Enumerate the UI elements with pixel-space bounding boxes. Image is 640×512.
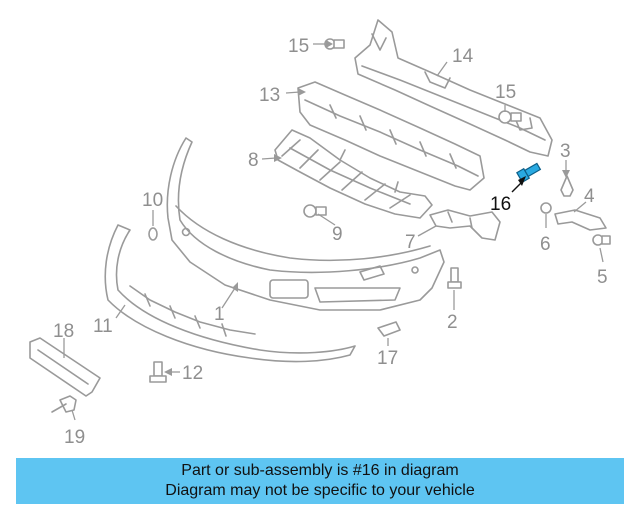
callout-6: 6 (540, 234, 551, 255)
callout-15-top: 15 (288, 36, 309, 57)
part-9-bolt (303, 204, 327, 218)
callout-12: 12 (182, 363, 203, 384)
callout-17: 17 (377, 348, 398, 369)
part-7-bracket (429, 209, 501, 241)
callout-10: 10 (142, 190, 163, 211)
callout-3: 3 (560, 141, 571, 162)
part-12-bolt (149, 361, 167, 383)
info-banner: Part or sub-assembly is #16 in diagram D… (16, 458, 624, 504)
callout-9: 9 (332, 224, 343, 245)
parts-diagram: 15 14 13 15 8 3 4 16 10 9 7 6 5 1 2 11 1… (29, 19, 611, 448)
part-15-screw-right (498, 110, 522, 124)
part-14-reinforcement-bar (354, 19, 553, 157)
leader-lines (63, 40, 604, 421)
callout-1: 1 (214, 304, 225, 325)
banner-line-1: Part or sub-assembly is #16 in diagram (181, 462, 459, 479)
callout-19: 19 (64, 427, 85, 448)
part-4-bracket (554, 209, 607, 231)
callout-14: 14 (452, 46, 474, 67)
part-16-bolt-highlighted (516, 162, 542, 184)
callout-2: 2 (447, 312, 458, 333)
part-8-grille (274, 129, 433, 219)
part-19-bolt (51, 395, 77, 413)
callout-4: 4 (584, 186, 595, 207)
part-18-license-bracket (29, 337, 101, 397)
part-13-energy-absorber (297, 81, 485, 191)
callout-7: 7 (405, 232, 416, 253)
callout-13: 13 (259, 85, 280, 106)
callout-11: 11 (93, 316, 113, 337)
banner-line-2: Diagram may not be specific to your vehi… (165, 482, 475, 499)
callout-16: 16 (490, 194, 511, 215)
part-10-clip (148, 227, 158, 241)
part-3-clip (560, 175, 574, 197)
callout-labels: 15 14 13 15 8 3 4 16 10 9 7 6 5 1 2 11 1… (53, 36, 608, 448)
part-5-screw (592, 234, 611, 246)
part-1-bumper-cover (166, 137, 445, 311)
part-11-lower-spoiler (104, 224, 356, 363)
part-2-bolt (447, 267, 462, 289)
callout-5: 5 (597, 267, 608, 288)
callout-8: 8 (248, 150, 259, 171)
part-17-cap (377, 321, 401, 337)
part-6-nut (540, 202, 552, 214)
callout-18: 18 (53, 321, 74, 342)
callout-15-right: 15 (495, 82, 516, 103)
